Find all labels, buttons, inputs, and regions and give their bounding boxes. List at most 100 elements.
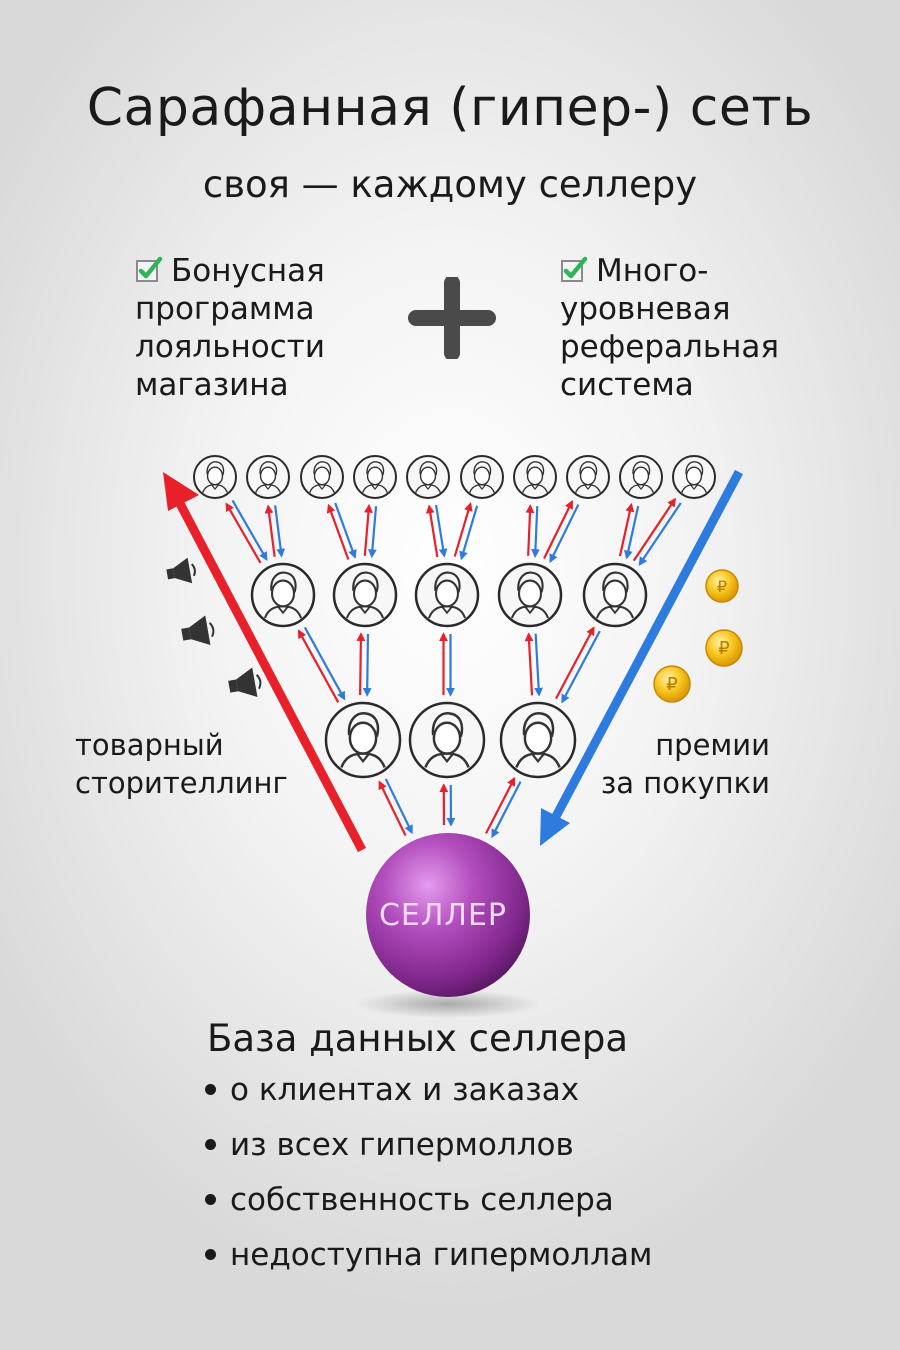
person-node bbox=[414, 562, 480, 628]
seller-shadow bbox=[356, 990, 540, 1018]
plus-icon bbox=[408, 277, 496, 359]
list-item: из всех гипермоллов bbox=[205, 1123, 652, 1178]
person-node bbox=[582, 562, 648, 628]
upward-arrow bbox=[425, 504, 439, 558]
feature-line: лояльности bbox=[135, 329, 325, 365]
bullet-icon bbox=[205, 1139, 216, 1150]
referral-network-diagram: ₽ ₽ ₽ bbox=[163, 455, 743, 1018]
downward-arrow bbox=[459, 505, 479, 561]
person-node bbox=[566, 455, 610, 499]
list-item-text: недоступна гипермоллам bbox=[230, 1237, 653, 1273]
person-node bbox=[324, 701, 402, 779]
list-item: собственность селлера bbox=[205, 1178, 652, 1233]
upward-arrow bbox=[453, 502, 473, 557]
upward-arrow bbox=[525, 504, 535, 556]
downward-arrow bbox=[367, 506, 378, 559]
checkbox-checked-icon bbox=[136, 256, 163, 282]
feature-line: Бонусная bbox=[171, 253, 325, 289]
rewards-line: премии bbox=[655, 728, 770, 762]
downward-arrow bbox=[549, 504, 580, 564]
upward-arrow bbox=[356, 632, 366, 695]
upward-arrow bbox=[543, 499, 574, 559]
upward-arrow bbox=[264, 504, 276, 557]
megaphone-icon bbox=[228, 667, 262, 698]
bullet-icon bbox=[205, 1249, 216, 1260]
svg-text:₽: ₽ bbox=[666, 674, 677, 695]
feature-line: система bbox=[560, 367, 694, 403]
downward-arrow bbox=[491, 781, 522, 839]
downward-arrow bbox=[531, 506, 540, 558]
database-title: База данных селлера bbox=[207, 1017, 629, 1060]
list-item: недоступна гипермоллам bbox=[205, 1233, 652, 1288]
person-node bbox=[497, 562, 563, 628]
upward-arrow bbox=[326, 503, 350, 560]
ruble-coin-icon: ₽ bbox=[653, 665, 691, 703]
feature-line: Много- bbox=[596, 253, 709, 289]
upward-arrow bbox=[378, 780, 407, 837]
feature-line: уровневая bbox=[560, 291, 731, 327]
downward-arrow bbox=[334, 502, 357, 559]
list-item-text: из всех гипермоллов bbox=[230, 1127, 574, 1163]
bullet-icon bbox=[205, 1084, 216, 1095]
downward-arrow bbox=[534, 633, 544, 697]
storytelling-label: товарный сторителлинг bbox=[75, 726, 288, 802]
upward-arrow bbox=[555, 626, 595, 700]
person-node bbox=[619, 455, 663, 499]
feature-line: магазина bbox=[135, 367, 289, 403]
rewards-line: за покупки bbox=[600, 766, 770, 800]
downward-arrow bbox=[274, 505, 286, 558]
feature-loyalty-program: Бонусная программа лояльности магазина bbox=[135, 252, 405, 404]
page-subtitle: своя — каждому селлеру bbox=[202, 163, 698, 206]
ruble-coin-icon: ₽ bbox=[705, 629, 743, 667]
downward-arrow bbox=[638, 502, 682, 567]
person-node bbox=[408, 701, 486, 779]
upward-arrow bbox=[632, 497, 676, 562]
checkbox-checked-icon bbox=[561, 256, 588, 282]
person-node bbox=[193, 455, 237, 499]
person-node bbox=[250, 562, 316, 628]
downward-arrow bbox=[384, 778, 413, 835]
person-nodes bbox=[193, 455, 716, 779]
bullet-icon bbox=[205, 1194, 216, 1205]
storytelling-arrow-head bbox=[163, 472, 199, 511]
downward-arrow bbox=[624, 505, 640, 560]
upward-arrow bbox=[618, 502, 635, 557]
downward-arrow bbox=[561, 630, 601, 704]
storytelling-line: сторителлинг bbox=[75, 766, 288, 800]
storytelling-arrow bbox=[172, 493, 366, 853]
person-node bbox=[499, 701, 577, 779]
downward-arrow bbox=[303, 626, 346, 701]
database-list: о клиентах и заказах из всех гипермоллов… bbox=[205, 1068, 652, 1288]
list-item: о клиентах и заказах bbox=[205, 1068, 652, 1123]
person-node bbox=[672, 455, 716, 499]
rewards-arrow bbox=[549, 469, 743, 825]
person-node bbox=[300, 455, 344, 499]
upward-arrow bbox=[524, 632, 534, 696]
upward-arrow bbox=[485, 776, 516, 834]
connector-arrows bbox=[225, 497, 682, 839]
person-node bbox=[460, 455, 504, 499]
list-item-text: собственность селлера bbox=[230, 1182, 614, 1218]
megaphone-icon bbox=[166, 557, 196, 584]
person-node bbox=[353, 455, 397, 499]
person-node bbox=[246, 455, 290, 499]
megaphone-icon bbox=[181, 615, 215, 646]
svg-text:₽: ₽ bbox=[718, 638, 729, 659]
downward-arrow bbox=[434, 504, 448, 558]
feature-referral-system: Много- уровневая реферальная система bbox=[560, 252, 860, 404]
seller-label: СЕЛЛЕР bbox=[378, 898, 508, 933]
downward-arrow bbox=[362, 634, 372, 697]
upward-arrow bbox=[225, 502, 262, 564]
seller-sphere bbox=[366, 833, 530, 997]
person-node bbox=[332, 562, 398, 628]
person-node bbox=[513, 455, 557, 499]
svg-text:₽: ₽ bbox=[717, 577, 727, 596]
page-title: Сарафанная (гипер-) сеть bbox=[86, 78, 814, 138]
feature-line: программа bbox=[135, 291, 315, 327]
feature-line: реферальная bbox=[560, 329, 779, 365]
upward-arrow bbox=[363, 503, 373, 556]
downward-arrow bbox=[231, 499, 268, 561]
ruble-coin-icon: ₽ bbox=[705, 569, 739, 603]
upward-arrow bbox=[297, 629, 340, 703]
list-item-text: о клиентах и заказах bbox=[230, 1072, 580, 1108]
